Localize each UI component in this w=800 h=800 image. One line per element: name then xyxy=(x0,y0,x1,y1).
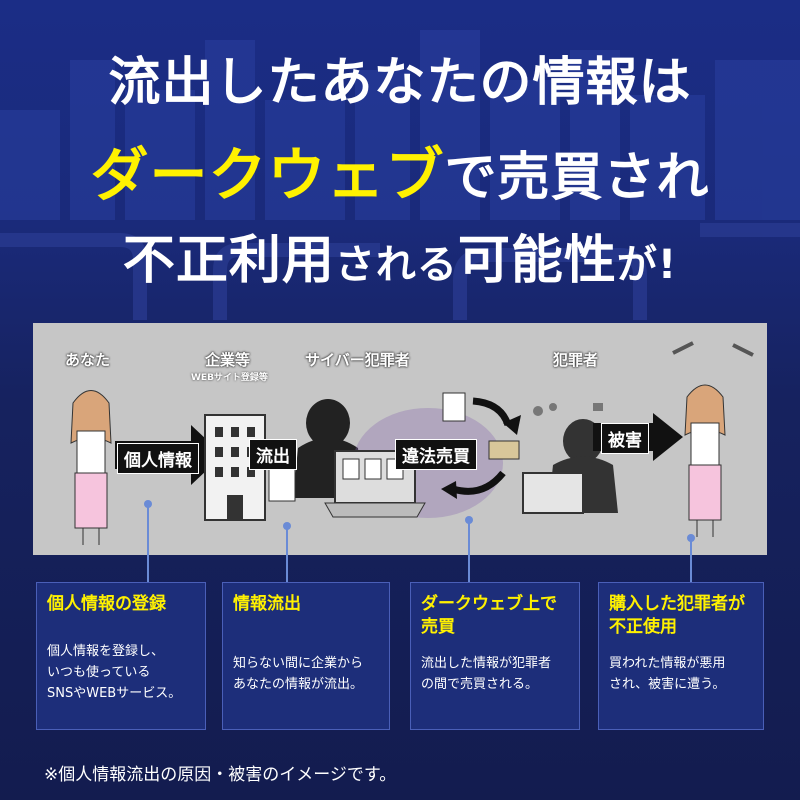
step-box-2: 情報流出 知らない間に企業から あなたの情報が流出。 xyxy=(222,582,390,730)
step-title-1: 個人情報の登録 xyxy=(47,594,166,614)
step-title-4: 購入した犯罪者が不正使用 xyxy=(609,594,745,637)
role-you: あなた xyxy=(65,351,111,369)
woman-figure-right xyxy=(672,341,754,537)
arrow-label-illegal-sale: 違法売買 xyxy=(395,439,477,470)
step-body-2: 知らない間に企業から あなたの情報が流出。 xyxy=(233,656,364,692)
headline-highlight: ダークウェブ xyxy=(90,141,445,209)
step-box-4: 購入した犯罪者が不正使用 買われた情報が悪用 され、被害に遭う。 xyxy=(598,582,764,730)
headline-line-2-rest: で売買され xyxy=(444,148,710,208)
role-hacker: サイバー犯罪者 xyxy=(305,351,410,369)
flow-diagram-panel: あなた 企業等 WEBサイト登録等 サイバー犯罪者 犯罪者 個人情報 流出 違法… xyxy=(33,323,767,555)
headline-line-3: 不正利用される可能性が! xyxy=(122,231,678,291)
arrow-label-damage: 被害 xyxy=(601,423,649,454)
connector-1 xyxy=(147,504,149,582)
woman-figure-left xyxy=(70,390,112,545)
city-skyline-illustration xyxy=(0,30,800,320)
step-body-1: 個人情報を登録し、 いつも使っている SNSやWEBサービス。 xyxy=(47,644,182,701)
step-title-3: ダークウェブ上で売買 xyxy=(421,594,557,637)
step-title-2: 情報流出 xyxy=(233,594,301,614)
criminal-figure xyxy=(522,419,618,514)
arrow-label-leak: 流出 xyxy=(249,439,297,470)
step-box-1: 個人情報の登録 個人情報を登録し、 いつも使っている SNSやWEBサービス。 xyxy=(36,582,206,730)
headline-line-2: ダークウェブで売買され xyxy=(0,128,800,212)
step-body-3: 流出した情報が犯罪者 の間で売買される。 xyxy=(421,656,552,692)
connector-2 xyxy=(286,526,288,582)
connector-3 xyxy=(468,520,470,582)
step-body-4: 買われた情報が悪用 され、被害に遭う。 xyxy=(609,656,726,692)
role-criminal: 犯罪者 xyxy=(553,351,599,369)
role-company-sub: WEBサイト登録等 xyxy=(191,373,268,383)
flow-illustration xyxy=(70,341,754,545)
arrow-label-personal-info: 個人情報 xyxy=(117,443,199,474)
laptop-center xyxy=(324,450,426,518)
step-box-3: ダークウェブ上で売買 流出した情報が犯罪者 の間で売買される。 xyxy=(410,582,580,730)
connector-4 xyxy=(690,538,692,582)
footnote: ※個人情報流出の原因・被害のイメージです。 xyxy=(44,765,397,785)
headline-line-1: 流出したあなたの情報は xyxy=(108,53,692,113)
role-company: 企業等 xyxy=(205,351,251,369)
